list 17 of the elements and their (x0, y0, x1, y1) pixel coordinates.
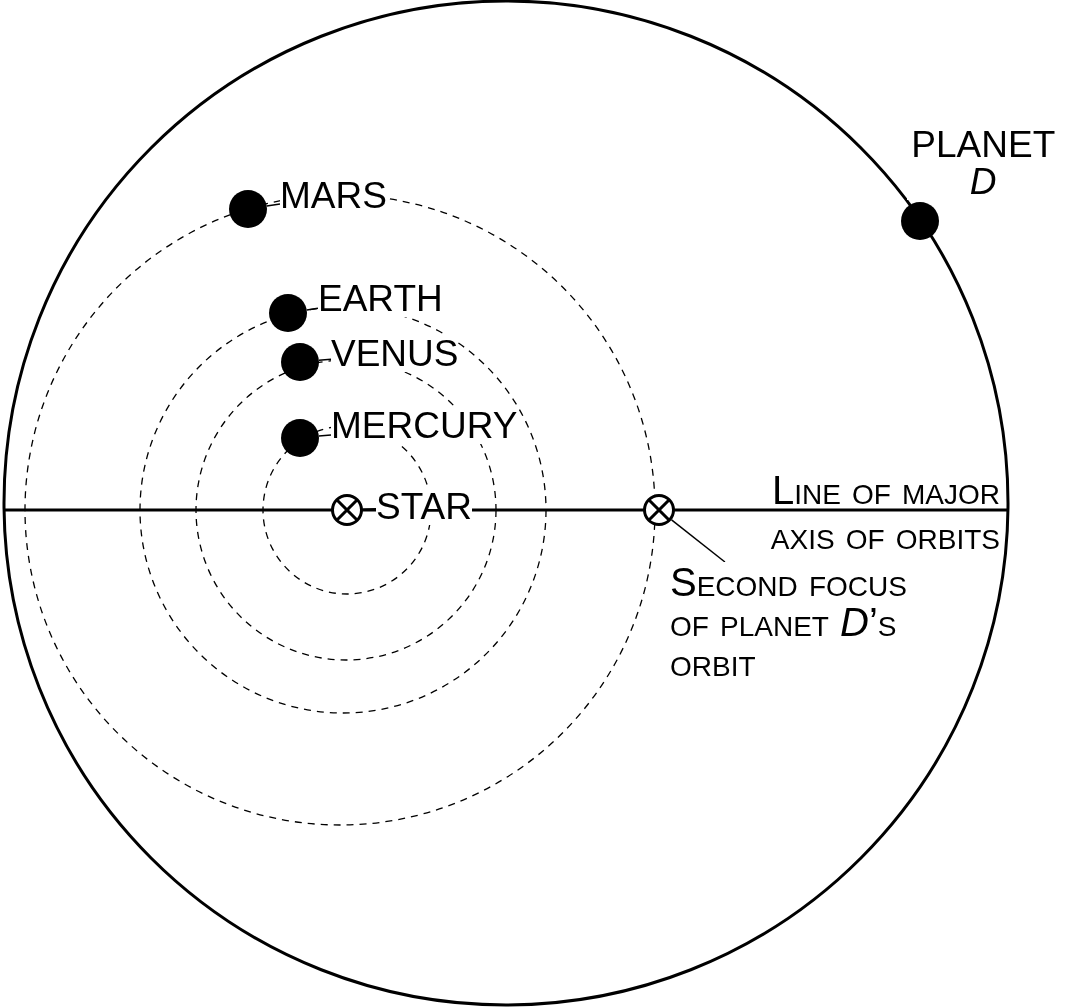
planet-dot (899, 200, 941, 242)
axis-label: Line of major axis of orbits (769, 468, 1000, 558)
leader-line (266, 203, 281, 207)
planet-label: VENUS (331, 335, 459, 372)
planet-dot (227, 188, 269, 230)
leader-line (306, 307, 319, 311)
leader-line (362, 507, 377, 510)
leader-line (318, 358, 332, 362)
planet-label: MERCURY (331, 407, 518, 444)
focus-symbol (329, 492, 365, 528)
planet-dot (279, 341, 321, 383)
planet-dot (279, 417, 321, 459)
focus-symbol (641, 492, 677, 528)
planet-label: STAR (376, 488, 472, 525)
leader-line (318, 434, 332, 437)
leader-line (670, 519, 726, 563)
planet-dot (267, 292, 309, 334)
